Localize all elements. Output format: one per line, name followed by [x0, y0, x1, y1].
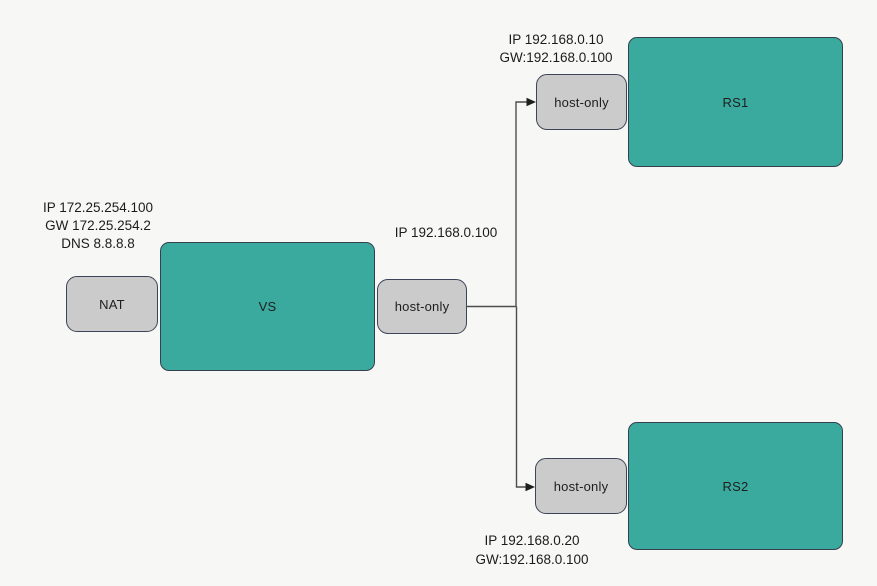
connector-to-rs2 — [515, 306, 526, 488]
node-rs2: RS2 — [628, 422, 843, 550]
node-rs1: RS1 — [628, 37, 843, 167]
node-host-only-rs2: host-only — [535, 458, 627, 514]
node-host-only-rs1: host-only — [536, 74, 627, 130]
annotation-vs-host-only: IP 192.168.0.100 — [376, 224, 516, 242]
node-rs1-label: RS1 — [722, 94, 749, 110]
node-nat-label: NAT — [99, 296, 125, 312]
connector-to-rs1 — [515, 101, 527, 307]
arrowhead-rs2-icon — [525, 482, 535, 492]
annotation-line: IP 192.168.0.100 — [394, 225, 498, 240]
node-host-only-rs2-label: host-only — [553, 478, 609, 494]
annotation-line: IP 192.168.0.10 — [508, 32, 604, 47]
node-rs2-label: RS2 — [722, 478, 749, 494]
annotation-vs-nat: IP 172.25.254.100 GW 172.25.254.2 DNS 8.… — [8, 199, 188, 253]
annotation-line: DNS 8.8.8.8 — [61, 236, 135, 251]
annotation-line: IP 192.168.0.20 — [484, 533, 580, 548]
annotation-line: GW:192.168.0.100 — [475, 552, 589, 567]
annotation-line: GW:192.168.0.100 — [499, 50, 613, 65]
node-vs-label: VS — [258, 299, 277, 314]
annotation-line: GW 172.25.254.2 — [45, 218, 151, 233]
annotation-rs1: IP 192.168.0.10 GW:192.168.0.100 — [476, 31, 636, 67]
annotation-rs2: IP 192.168.0.20 GW:192.168.0.100 — [452, 531, 612, 569]
node-nat: NAT — [66, 276, 158, 332]
annotation-line: IP 172.25.254.100 — [42, 200, 154, 215]
arrowhead-rs1-icon — [526, 97, 536, 107]
node-vs: VS — [160, 242, 375, 371]
node-host-only-main: host-only — [377, 279, 467, 334]
node-host-only-main-label: host-only — [394, 299, 450, 314]
node-host-only-rs1-label: host-only — [554, 94, 609, 110]
